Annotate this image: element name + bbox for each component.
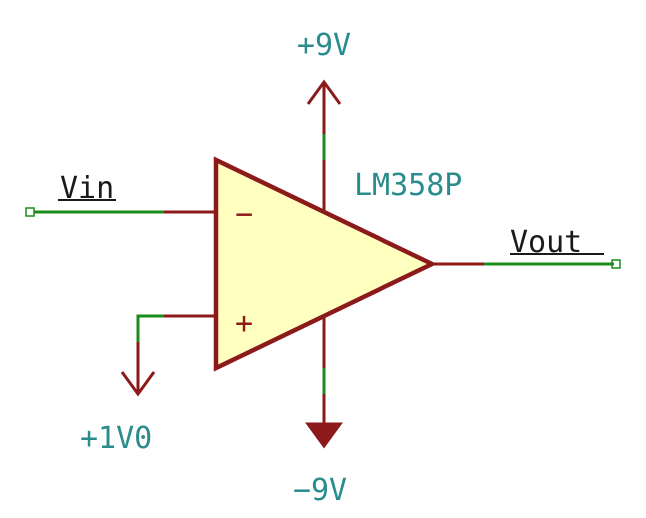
negative-supply-label: −9V: [293, 473, 347, 508]
vin-connector[interactable]: [25, 207, 35, 217]
vin-net-label: Vin: [60, 171, 114, 206]
reference-voltage-label: +1V0: [80, 421, 152, 456]
noninverting-pin-symbol: +: [235, 306, 253, 341]
vout-connector[interactable]: [611, 259, 621, 269]
reference-arrow-icon: [120, 371, 156, 397]
vplus-arrow-icon: [306, 79, 342, 105]
vminus-arrow-icon: [305, 422, 343, 449]
positive-supply-label: +9V: [297, 28, 351, 63]
inverting-pin-symbol: −: [235, 197, 253, 232]
vout-net-label: Vout: [510, 225, 582, 260]
component-reference: LM358P: [354, 168, 462, 203]
reference-wire[interactable]: [136, 314, 164, 342]
